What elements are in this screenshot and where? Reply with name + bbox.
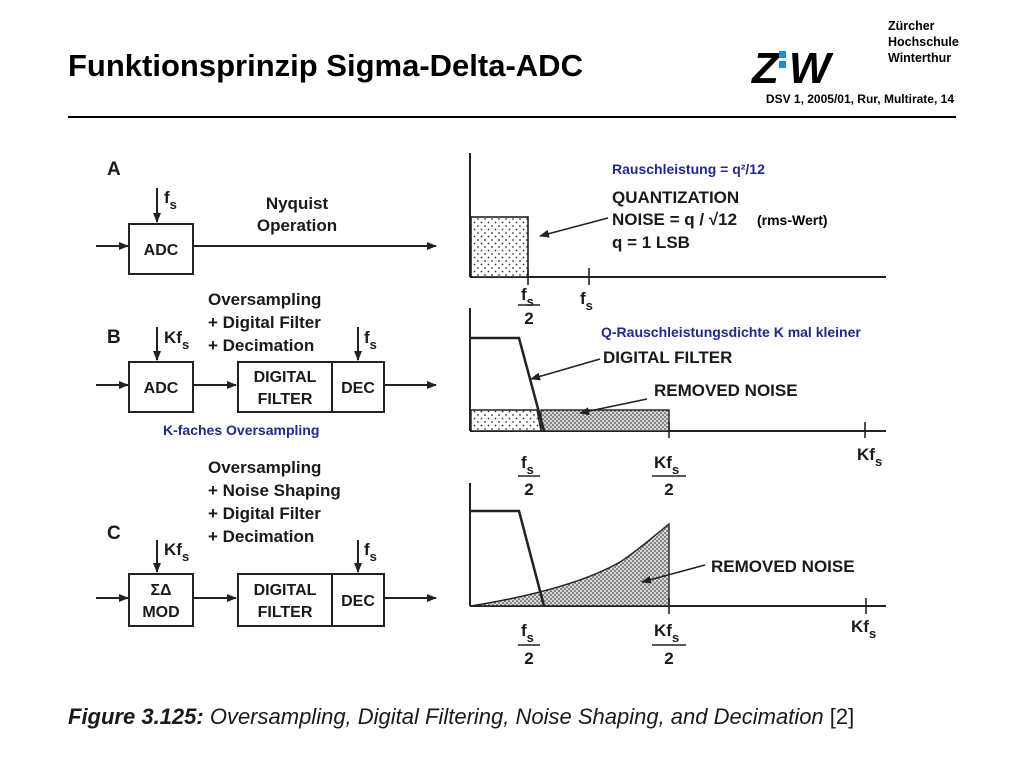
logo-dots <box>778 48 787 71</box>
row-b-adc-label: ADC <box>144 380 179 397</box>
row-c-dec-block <box>331 573 385 627</box>
row-b-filter-label-1: DIGITAL <box>254 369 317 386</box>
spectrum-c-tick-1-den: 2 <box>524 649 533 668</box>
spectrum-c-filter-curve <box>470 509 546 607</box>
row-b-filter-label-2: FILTER <box>258 391 313 408</box>
spectrum-b-label-2: REMOVED NOISE <box>654 381 798 400</box>
row-b-adc-block <box>128 361 194 413</box>
row-c-desc-3: + Digital Filter <box>208 504 321 523</box>
row-c-dec-label: DEC <box>341 593 375 610</box>
logo-line-2: Hochschule <box>888 35 959 49</box>
spectrum-c-tick-1: fs <box>521 621 534 645</box>
row-c-mod-label-2: MOD <box>142 604 179 621</box>
row-b-letter: B <box>107 327 121 348</box>
sigma-delta-diagram: A fs ADC Nyquist Operation Oversampling … <box>96 153 886 668</box>
spectrum-a-tick-1-den: 2 <box>524 309 533 328</box>
slide-title: Funktionsprinzip Sigma-Delta-ADC <box>68 48 583 83</box>
row-c-block-diagram: Oversampling + Noise Shaping + Digital F… <box>96 458 437 627</box>
row-b-dec-clock: fs <box>364 328 377 352</box>
spectrum-a-tick-1: fs <box>521 285 534 309</box>
logo-mark: Z <box>752 44 779 93</box>
spectrum-b: Q-Rauschleistungsdichte K mal kleiner DI… <box>469 308 886 499</box>
logo-line-1: Zürcher <box>888 19 935 33</box>
spectrum-a-note: Rauschleistung = q²/12 <box>612 161 765 177</box>
spectrum-b-note: Q-Rauschleistungsdichte K mal kleiner <box>601 324 861 340</box>
spectrum-b-tick-3: Kfs <box>857 445 882 469</box>
row-a-operation-2: Operation <box>257 216 337 235</box>
logo-line-3: Winterthur <box>888 51 952 65</box>
spectrum-c-shaped-noise <box>470 522 670 607</box>
spectrum-c-tick-3: Kfs <box>851 617 876 641</box>
spectrum-a-tick-2: fs <box>580 289 593 313</box>
spectrum-b-filter-curve <box>470 336 546 432</box>
spectrum-b-tick-2: Kfs <box>654 453 679 477</box>
spectrum-b-tick-1: fs <box>521 453 534 477</box>
row-c-desc-1: Oversampling <box>208 458 321 477</box>
spectrum-b-tick-2-den: 2 <box>664 480 673 499</box>
row-a-clock-label: fs <box>164 188 177 212</box>
spectrum-b-removed-noise <box>540 409 670 432</box>
spectrum-a-note-rms: (rms-Wert) <box>757 212 828 228</box>
row-c-clock-label: Kfs <box>164 540 189 564</box>
row-a-operation-1: Nyquist <box>266 194 329 213</box>
title-divider <box>68 116 956 118</box>
row-c-desc-4: + Decimation <box>208 527 314 546</box>
caption-text: Oversampling, Digital Filtering, Noise S… <box>203 704 824 729</box>
row-b-desc-3: + Decimation <box>208 336 314 355</box>
row-c-filter-label-1: DIGITAL <box>254 582 317 599</box>
row-b-block-diagram: Oversampling + Digital Filter + Decimati… <box>96 290 437 438</box>
row-c-filter-label-2: FILTER <box>258 604 313 621</box>
spectrum-a: Rauschleistung = q²/12 QUANTIZATION NOIS… <box>469 153 886 328</box>
row-a-adc-block <box>128 223 194 275</box>
spectrum-a-noise-area <box>470 216 529 278</box>
row-b-clock-label: Kfs <box>164 328 189 352</box>
row-a-adc-label: ADC <box>144 242 179 259</box>
spectrum-b-tick-1-den: 2 <box>524 480 533 499</box>
row-b-dec-block <box>331 361 385 413</box>
logo-text: Zürcher Hochschule Winterthur <box>888 18 959 66</box>
spectrum-c-tick-2-den: 2 <box>664 649 673 668</box>
row-b-desc-1: Oversampling <box>208 290 321 309</box>
slide-reference: DSV 1, 2005/01, Rur, Multirate, 14 <box>765 92 954 106</box>
spectrum-c-tick-2: Kfs <box>654 621 679 645</box>
row-a-block-diagram: A fs ADC Nyquist Operation <box>96 159 437 275</box>
row-b-dec-label: DEC <box>341 380 375 397</box>
spectrum-b-label-1: DIGITAL FILTER <box>603 348 732 367</box>
row-c-mod-label-1: ΣΔ <box>150 582 171 599</box>
row-c-filter-block <box>237 573 333 627</box>
spectrum-b-inband-noise <box>470 409 542 432</box>
row-a-letter: A <box>107 159 121 180</box>
spectrum-c: REMOVED NOISE fs 2 Kfs 2 Kfs <box>469 483 886 668</box>
caption-figure-label: Figure 3.125: <box>68 704 204 729</box>
spectrum-a-label-1: QUANTIZATION <box>612 188 739 207</box>
figure-caption: Figure 3.125: Oversampling, Digital Filt… <box>68 704 854 730</box>
spectrum-a-label-3: q = 1 LSB <box>612 233 690 252</box>
spectrum-a-label-2: NOISE = q / √12 <box>612 210 737 229</box>
row-c-letter: C <box>107 523 121 544</box>
row-c-mod-block <box>128 573 194 627</box>
caption-reference: [2] <box>823 704 855 729</box>
row-b-desc-2: + Digital Filter <box>208 313 321 332</box>
logo-mark-w: W <box>788 44 831 93</box>
row-b-note: K-faches Oversampling <box>163 422 319 438</box>
row-c-dec-clock: fs <box>364 540 377 564</box>
row-c-desc-2: + Noise Shaping <box>208 481 341 500</box>
spectrum-c-label-1: REMOVED NOISE <box>711 557 855 576</box>
